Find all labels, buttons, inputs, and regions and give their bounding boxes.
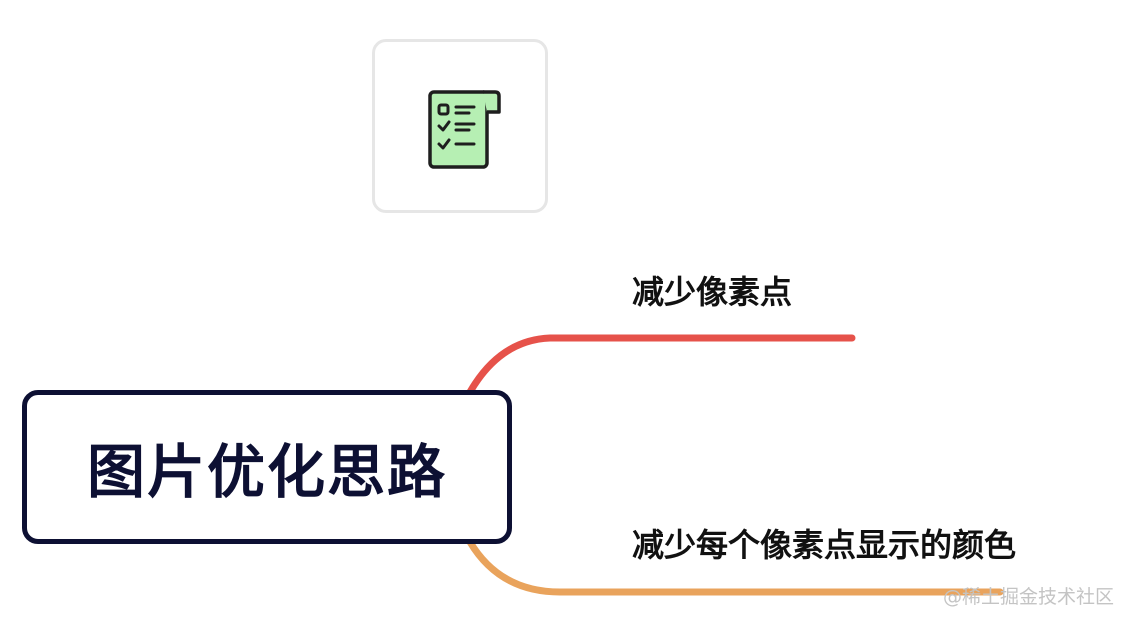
root-node[interactable]: 图片优化思路 [22,390,512,544]
checklist-document-icon [428,90,501,169]
branch-label-reduce-pixels[interactable]: 减少像素点 [632,273,793,311]
watermark: @稀土掘金技术社区 [942,586,1114,608]
branch-connector-top [466,334,856,396]
root-title: 图片优化思路 [86,438,447,506]
branch-connector-bottom [466,538,1004,596]
branch-label-reduce-colors[interactable]: 减少每个像素点显示的颜色 [632,526,1017,564]
icon-card [372,39,548,213]
